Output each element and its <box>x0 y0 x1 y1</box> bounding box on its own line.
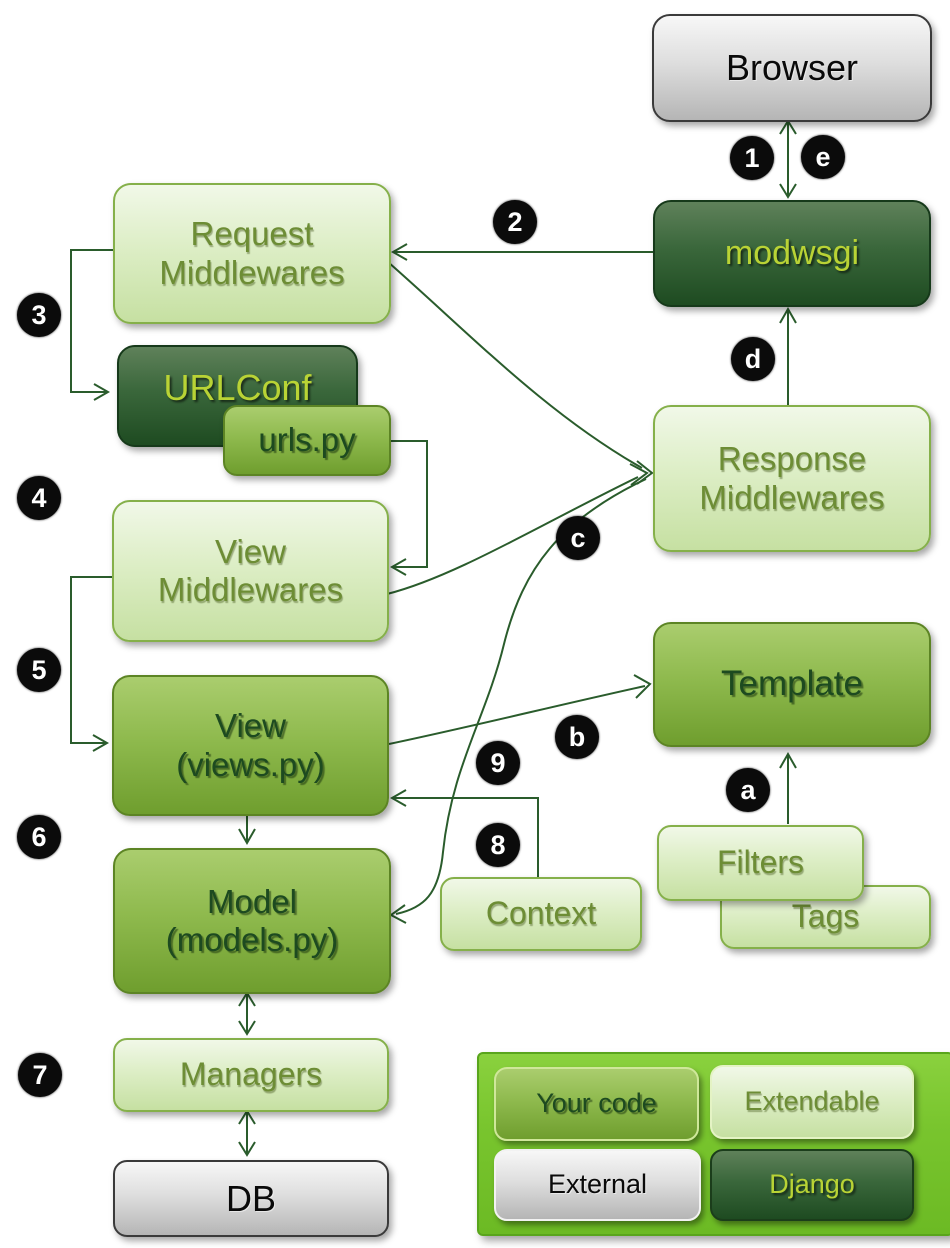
badge-6: 6 <box>17 815 61 859</box>
node-view-middlewares: View Middlewares <box>112 500 389 642</box>
node-request-middlewares: Request Middlewares <box>113 183 391 324</box>
arrowhead-right <box>93 383 111 401</box>
node-urls-py: urls.py <box>223 405 391 476</box>
legend-item-your-code: Your code <box>494 1067 699 1141</box>
arrow-curve <box>395 478 647 915</box>
badge-e: e <box>801 135 845 179</box>
arrow-a-filters-to-template <box>779 751 797 824</box>
arrowhead-right <box>633 674 652 699</box>
arrow-line <box>70 576 112 744</box>
arrowhead-left <box>390 243 408 261</box>
arrow-4-urlspy-to-view-middlewares <box>387 440 428 576</box>
arrowhead-left <box>389 789 407 807</box>
arrow-line <box>70 249 113 393</box>
badge-2: 2 <box>493 200 537 244</box>
node-db: DB <box>113 1160 389 1237</box>
legend-item-external: External <box>494 1149 701 1221</box>
badge-5: 5 <box>17 648 61 692</box>
badge-8: 8 <box>476 823 520 867</box>
legend-panel: Your code Extendable External Django <box>477 1052 950 1236</box>
node-browser: Browser <box>652 14 932 122</box>
arrow-2-modwsgi-to-request-middlewares <box>390 243 653 261</box>
arrowhead-left <box>389 558 407 576</box>
node-model: Model (models.py) <box>113 848 391 994</box>
curve-view-middlewares-to-response-middlewares <box>386 460 654 595</box>
arrow-b-view-to-template <box>388 674 652 745</box>
badge-3: 3 <box>17 293 61 337</box>
arrowhead-right <box>636 460 654 485</box>
arrow-1e-browser-modwsgi <box>779 119 797 199</box>
arrow-9-to-model <box>389 478 647 924</box>
arrow-7a-model-managers <box>238 991 256 1036</box>
arrow-5-view-middlewares-to-view <box>70 576 112 752</box>
badge-c: c <box>556 516 600 560</box>
node-modwsgi: modwsgi <box>653 200 931 307</box>
arrowhead-down <box>238 1020 256 1036</box>
arrowhead-right <box>92 734 110 752</box>
arrow-curve <box>388 685 646 745</box>
arrow-curve <box>386 476 639 595</box>
node-managers: Managers <box>113 1038 389 1112</box>
arrowhead-up <box>779 306 797 324</box>
node-view: View (views.py) <box>112 675 389 816</box>
node-response-middlewares: Response Middlewares <box>653 405 931 552</box>
legend-item-django: Django <box>710 1149 914 1221</box>
node-context: Context <box>440 877 642 951</box>
arrowhead-down <box>238 1141 256 1157</box>
badge-9: 9 <box>476 741 520 785</box>
legend-item-extendable: Extendable <box>710 1065 914 1139</box>
arrow-curve <box>387 261 643 469</box>
arrow-3-request-middlewares-to-urlconf <box>70 249 113 401</box>
arrowhead-up <box>779 751 797 769</box>
arrow-6-view-to-model <box>238 813 256 846</box>
curve-request-middlewares-to-response-middlewares <box>387 261 643 469</box>
badge-4: 4 <box>17 476 61 520</box>
badge-7: 7 <box>18 1053 62 1097</box>
arrow-line <box>387 440 428 568</box>
arrow-line <box>393 797 539 877</box>
badge-1: 1 <box>730 136 774 180</box>
node-template: Template <box>653 622 931 747</box>
arrowhead-down <box>779 183 797 199</box>
badge-b: b <box>555 715 599 759</box>
badge-d: d <box>731 337 775 381</box>
arrowhead-down <box>238 828 256 846</box>
arrow-d-response-middlewares-to-modwsgi <box>779 306 797 405</box>
badge-a: a <box>726 768 770 812</box>
arrow-8-context-to-view <box>389 789 539 877</box>
node-tags: Tags <box>720 885 931 949</box>
node-filters: Filters <box>657 825 864 901</box>
arrowhead-left <box>389 904 407 924</box>
arrowhead-right-2 <box>629 463 649 486</box>
arrow-7b-managers-db <box>238 1109 256 1157</box>
